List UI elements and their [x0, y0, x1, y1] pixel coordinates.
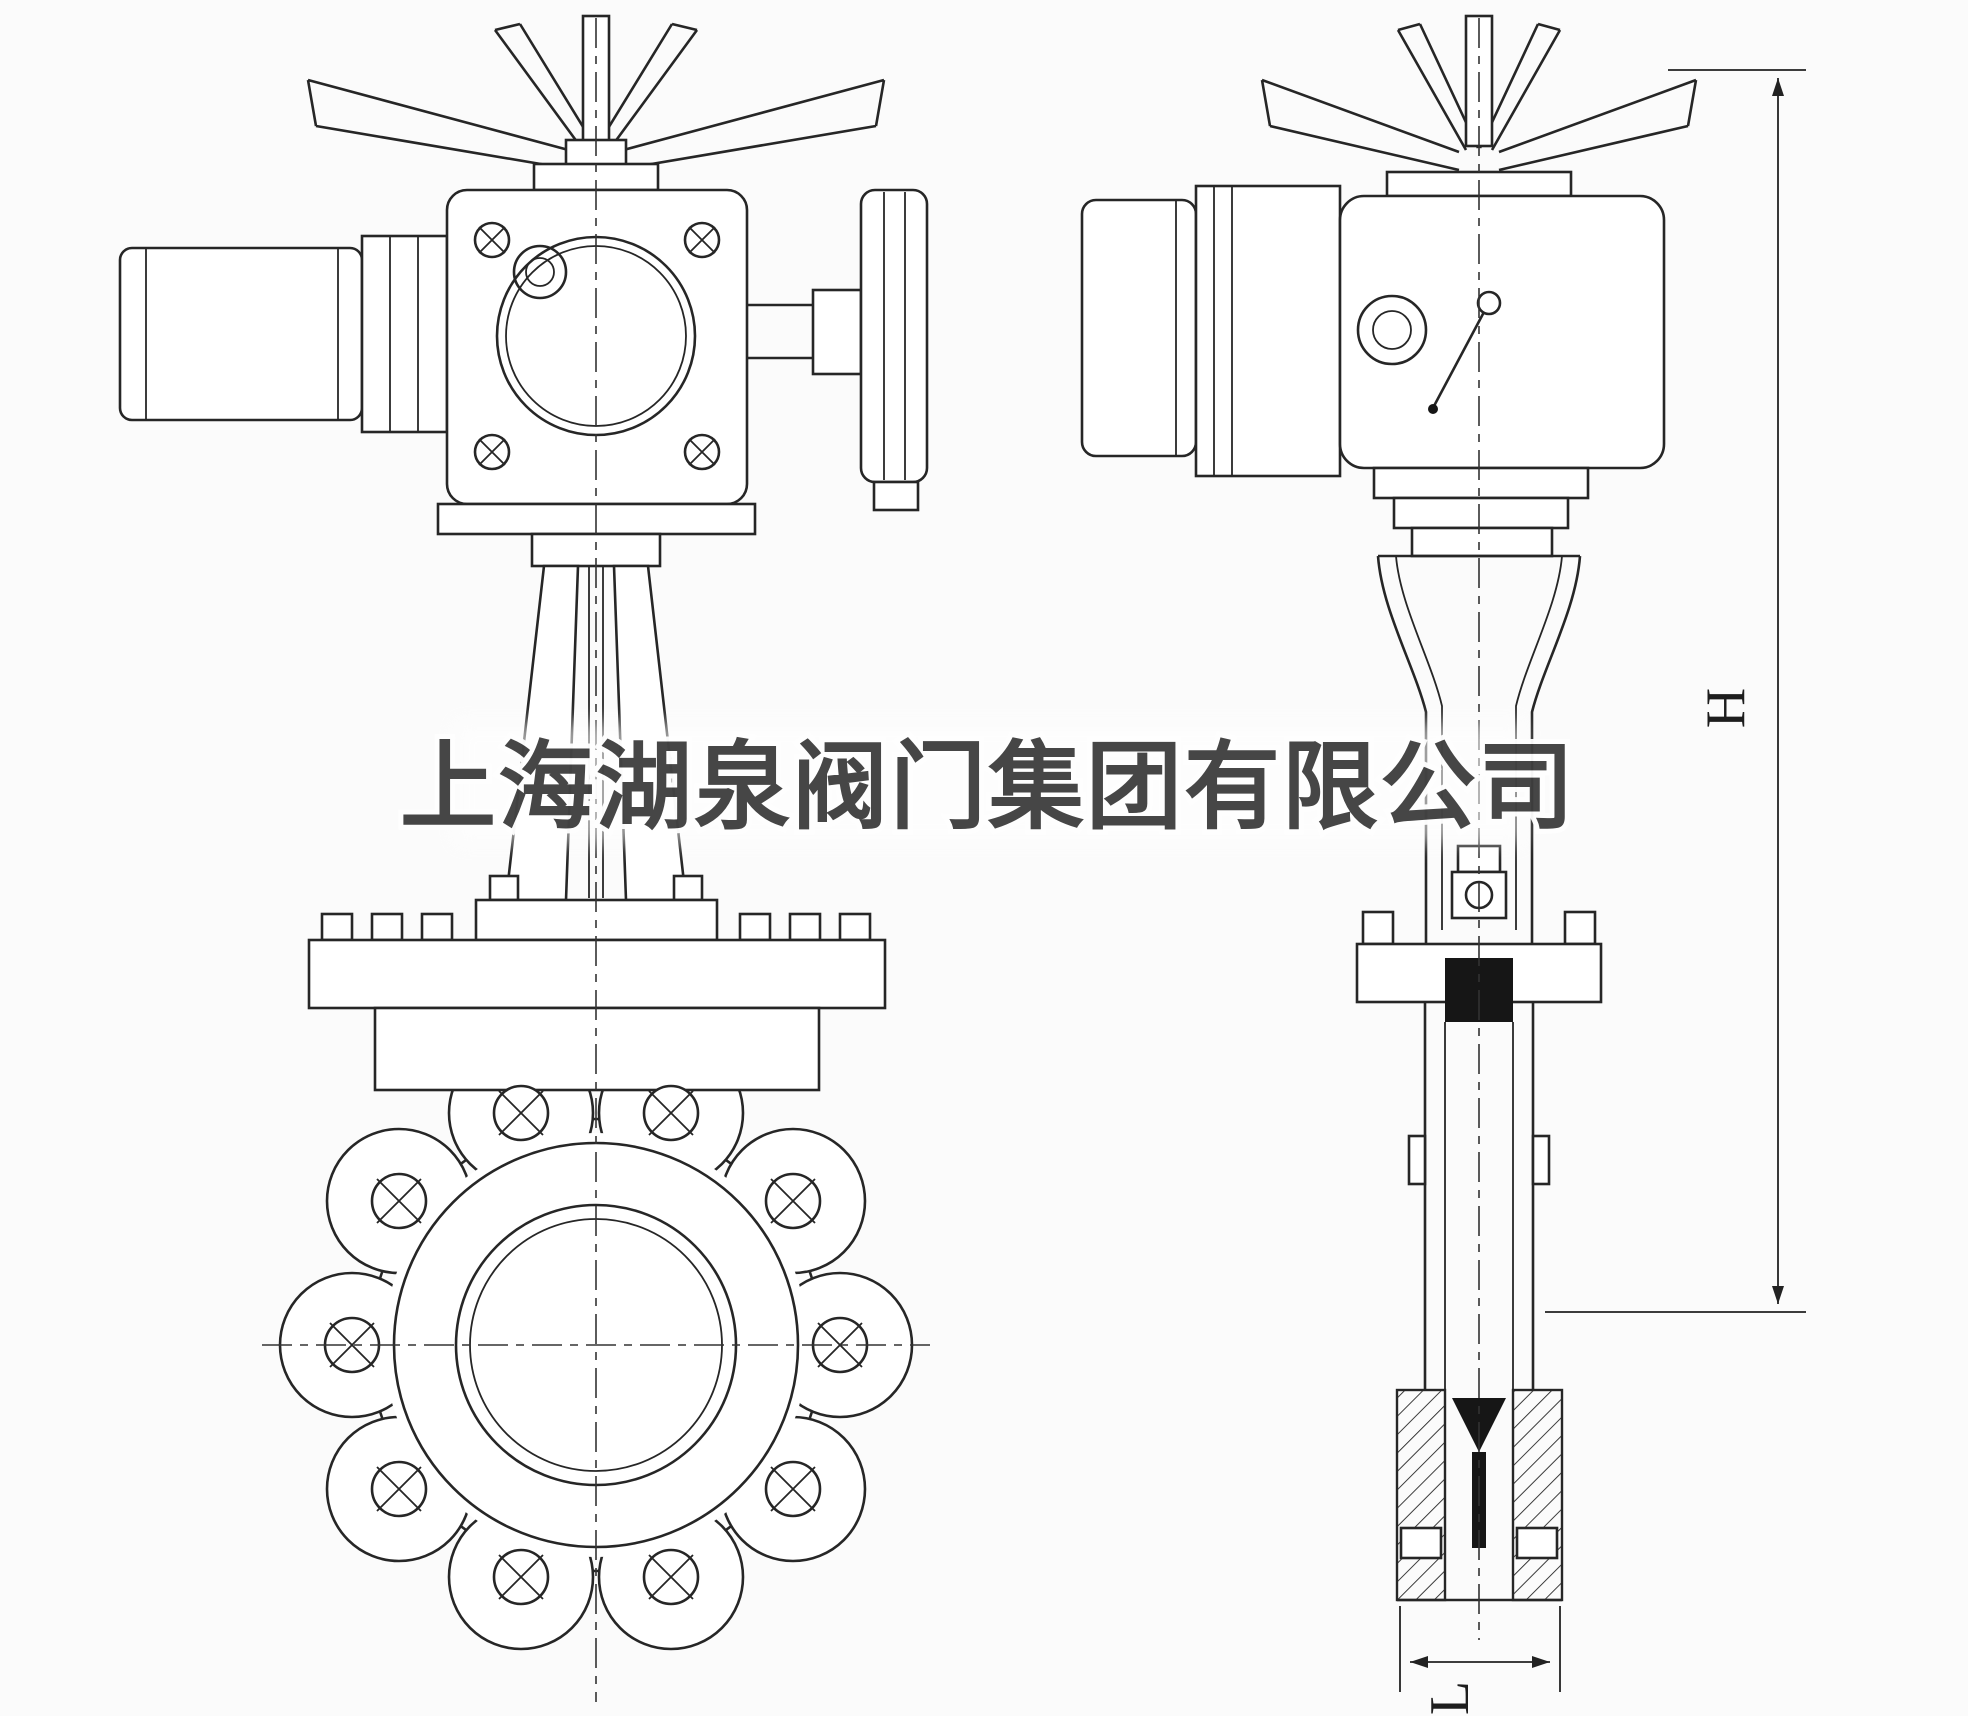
l-dimension-label: L	[1419, 1681, 1481, 1715]
watermark-halo	[455, 722, 1525, 844]
wheel-shaft-lines	[747, 303, 813, 360]
wheel-lower-boss	[872, 480, 920, 512]
adapter-plate-2	[1392, 496, 1570, 530]
body-side	[1407, 1002, 1551, 1392]
motor-front	[118, 234, 449, 434]
body-inner-lines	[1444, 1022, 1514, 1392]
flange-bolt	[838, 912, 872, 942]
corner-screw	[473, 433, 511, 471]
corner-screw	[683, 433, 721, 471]
motor-flange	[360, 234, 449, 434]
body-step-left	[1407, 1134, 1427, 1186]
wheel-hub	[811, 288, 863, 376]
conduit-port-outer	[1356, 294, 1428, 366]
motor-body	[118, 246, 364, 422]
body-outer-lines	[1423, 1002, 1535, 1390]
wheel-rim	[859, 188, 929, 484]
yoke-tab-right	[1563, 910, 1597, 946]
l-extension-lines	[1399, 1606, 1561, 1692]
yoke-tab-left	[1361, 910, 1395, 946]
indicator-knob	[1476, 290, 1502, 316]
yoke-outline	[1376, 554, 1582, 944]
handwheel-spokes	[1260, 22, 1698, 172]
wheel-rim-lines	[883, 192, 906, 480]
conduit-port-inner	[1372, 310, 1412, 350]
corner-screw	[683, 221, 721, 259]
bolt-hole	[370, 1460, 428, 1518]
bonnet-flange	[307, 938, 887, 1010]
bolt-hole	[370, 1172, 428, 1230]
manual-handwheel-front	[747, 188, 929, 512]
watermark: 上海湖泉阀门集团有限公司	[395, 722, 1579, 848]
corner-screw	[473, 221, 511, 259]
side-view	[1080, 14, 1698, 1640]
adapter-plate-1	[1372, 466, 1590, 500]
bolt-hole	[642, 1548, 700, 1606]
yoke-inner-lines	[1395, 555, 1563, 930]
indicator-lever	[1432, 311, 1486, 407]
flange-section-right	[1511, 1388, 1564, 1602]
bonnet-front	[307, 874, 887, 1010]
bolt-slot-left	[1399, 1526, 1443, 1560]
flange-bolt	[788, 912, 822, 942]
bolt-slot-right	[1515, 1526, 1559, 1560]
body-cross-section	[1395, 1388, 1564, 1602]
bolt-hole	[642, 1084, 700, 1142]
motor-ring-lines	[1175, 186, 1233, 476]
h-extension-lines	[1545, 69, 1806, 1313]
bolt-hole	[492, 1084, 550, 1142]
flange-bolt	[420, 912, 454, 942]
actuator-front	[445, 188, 749, 506]
bolt-hole	[764, 1460, 822, 1518]
valve-body-neck	[373, 1006, 821, 1092]
h-dimension-label: H	[1695, 688, 1757, 728]
motor-end-cap	[1080, 198, 1198, 458]
gland-bolt-left	[488, 874, 520, 902]
watermark-text: 上海湖泉阀门集团有限公司	[400, 731, 1576, 843]
lever-pivot	[1428, 404, 1438, 414]
adapter-plate-3	[1410, 526, 1554, 558]
bolt-hole	[492, 1548, 550, 1606]
actuator-housing	[1338, 194, 1666, 470]
indicator-port-outer	[512, 244, 568, 300]
flange-bolt	[370, 912, 404, 942]
motor-rings	[145, 248, 339, 420]
handwheel-spokes	[306, 22, 886, 172]
front-view	[118, 14, 930, 1702]
bolt-hole	[764, 1172, 822, 1230]
flange-bolt	[738, 912, 772, 942]
gland-bolt-right	[672, 874, 704, 902]
indicator-port-inner	[525, 257, 555, 287]
motor-flange-rings	[389, 236, 419, 432]
flange-bolt	[320, 912, 354, 942]
actuator-side	[1080, 184, 1666, 478]
flange-section-left	[1395, 1388, 1447, 1602]
dimension-annotations: H L	[1399, 69, 1806, 1715]
body-step-right	[1531, 1134, 1551, 1186]
motor-ring-section	[1194, 184, 1342, 478]
